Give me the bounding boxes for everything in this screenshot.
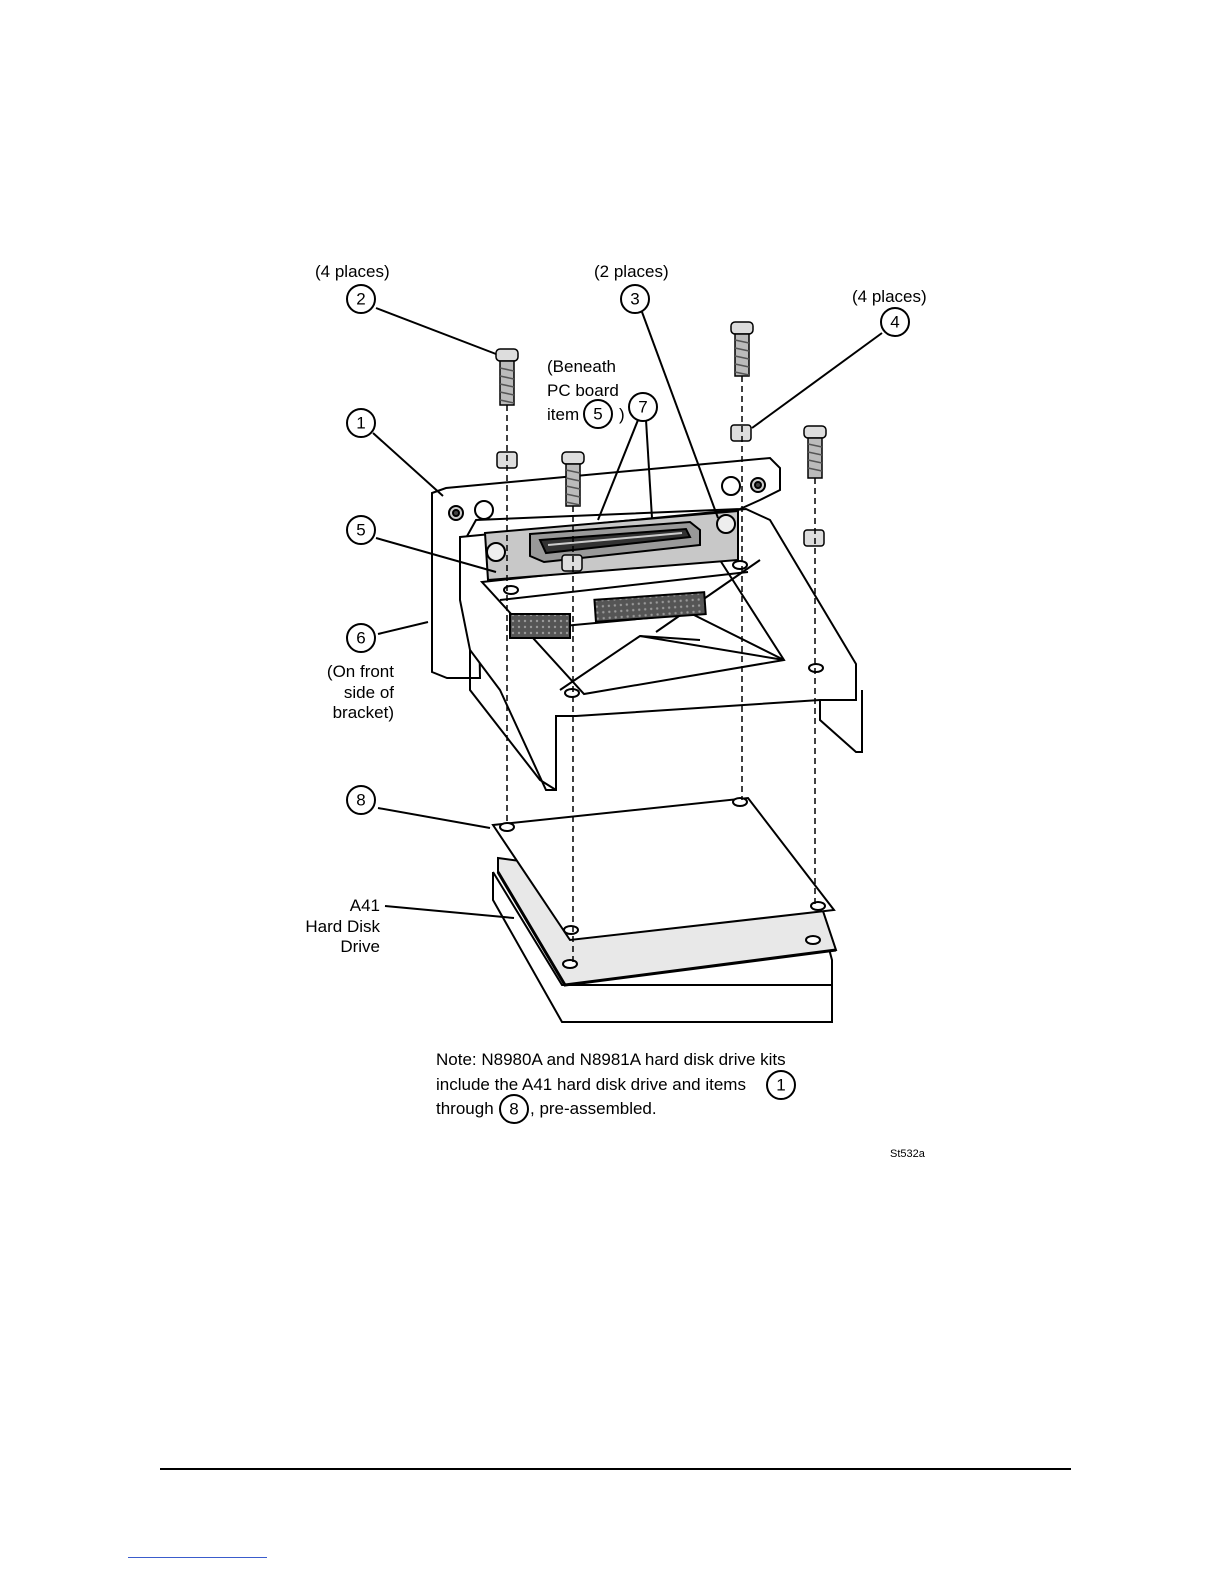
screw-far-right <box>804 426 826 478</box>
screw-middle <box>562 452 584 506</box>
svg-text:, pre-assembled.: , pre-assembled. <box>530 1099 657 1118</box>
callout-7: 7 <box>629 393 657 421</box>
svg-text:A41: A41 <box>350 896 380 915</box>
callout-1: 1 <box>347 409 375 437</box>
spacer-far-right <box>804 530 824 546</box>
svg-text:3: 3 <box>630 290 639 309</box>
callout-6: 6 <box>347 624 375 652</box>
svg-text:PC board: PC board <box>547 381 619 400</box>
label-beneath-pc-board: (Beneath PC board item 5 ) <box>547 357 625 428</box>
footer-rule <box>160 1468 1071 1470</box>
svg-text:1: 1 <box>776 1076 785 1095</box>
svg-text:include the A41 hard disk driv: include the A41 hard disk drive and item… <box>436 1075 746 1094</box>
svg-text:through: through <box>436 1099 494 1118</box>
callout-2: 2 <box>347 285 375 313</box>
svg-text:8: 8 <box>356 791 365 810</box>
note: Note: N8980A and N8981A hard disk drive … <box>436 1050 795 1123</box>
screw-item-4 <box>731 322 753 376</box>
svg-text:6: 6 <box>356 629 365 648</box>
spacer-middle <box>562 555 582 571</box>
label-hard-disk-drive: A41 Hard Disk Drive <box>305 896 380 956</box>
callout-4: 4 <box>881 308 909 336</box>
svg-text:side of: side of <box>344 683 394 702</box>
callout-8: 8 <box>347 786 375 814</box>
callout-3: 3 <box>621 285 649 313</box>
svg-text:1: 1 <box>356 414 365 433</box>
svg-text:Note: N8980A and N8981A hard d: Note: N8980A and N8981A hard disk drive … <box>436 1050 786 1069</box>
bracket <box>432 458 862 790</box>
figure-code: St532a <box>890 1148 926 1160</box>
callout-5: 5 <box>347 516 375 544</box>
svg-text:): ) <box>619 405 625 424</box>
svg-text:5: 5 <box>356 521 365 540</box>
svg-text:Hard Disk: Hard Disk <box>305 917 380 936</box>
svg-text:Drive: Drive <box>340 937 380 956</box>
svg-text:5: 5 <box>593 405 602 424</box>
svg-text:(Beneath: (Beneath <box>547 357 616 376</box>
spacer-right <box>731 425 751 441</box>
svg-text:4: 4 <box>890 313 899 332</box>
svg-text:item: item <box>547 405 579 424</box>
label-places-2: (4 places) <box>315 262 390 281</box>
label-front-side: (On front side of bracket) <box>327 662 394 722</box>
svg-text:2: 2 <box>356 290 365 309</box>
svg-text:7: 7 <box>638 398 647 417</box>
svg-text:(On front: (On front <box>327 662 394 681</box>
label-places-4: (4 places) <box>852 287 927 306</box>
svg-text:8: 8 <box>509 1100 518 1119</box>
label-places-3: (2 places) <box>594 262 669 281</box>
screw-item-2 <box>496 349 518 405</box>
footer-link-underline[interactable] <box>128 1557 267 1558</box>
svg-text:bracket): bracket) <box>333 703 394 722</box>
